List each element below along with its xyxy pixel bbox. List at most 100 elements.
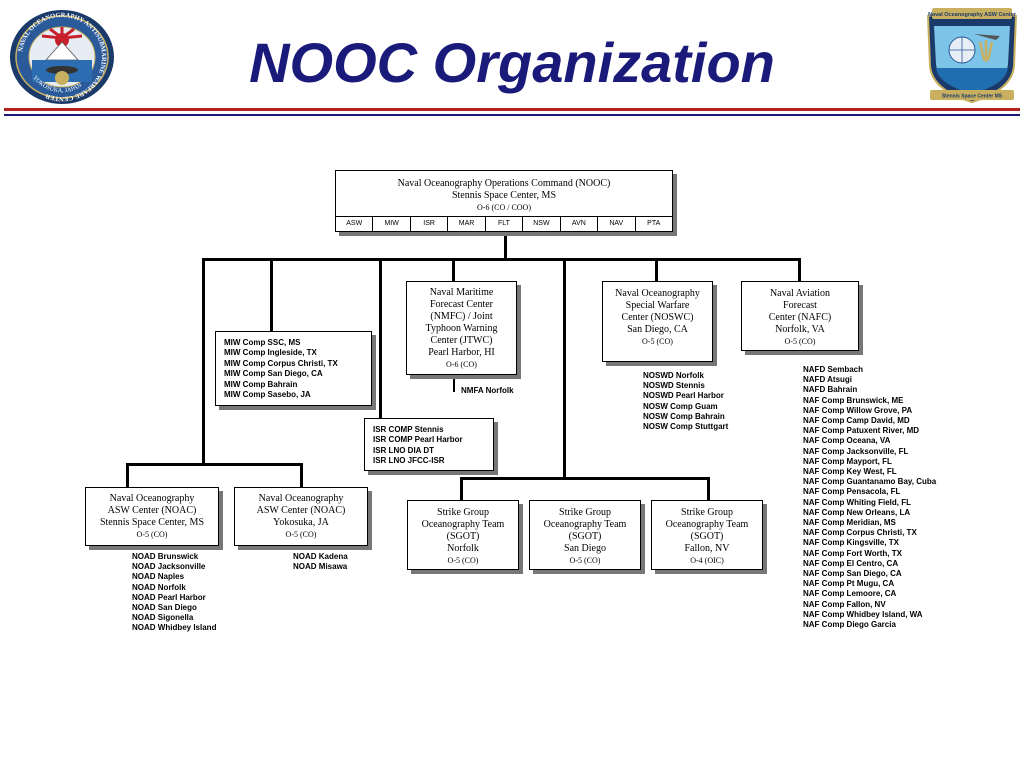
list-item: NAF Comp Pt Mugu, CA — [803, 579, 895, 589]
sgot-line: (SGOT) — [690, 531, 724, 542]
list-item: NAF Comp Jacksonville, FL — [803, 446, 909, 456]
list-item: NAF Comp Corpus Christi, TX — [803, 528, 917, 538]
sgot-line: San Diego — [564, 543, 606, 554]
list-item: NAF Comp Patuxent River, MD — [803, 426, 920, 436]
list-item: NAF Comp Lemoore, CA — [803, 589, 897, 599]
sgot-line: (SGOT) — [446, 531, 480, 542]
noswc-line: Center (NOSWC) — [621, 312, 694, 323]
sgot-rank: O-5 (CO) — [569, 556, 601, 565]
tab-asw[interactable]: ASW — [346, 220, 363, 227]
nafc-line: Naval Aviation — [769, 288, 831, 299]
sgot-rank: O-5 (CO) — [447, 556, 479, 565]
list-item: MIW Comp Bahrain — [224, 379, 298, 389]
list-item: NAF Comp Whidbey Island, WA — [803, 609, 923, 619]
sgot-san-diego-box[interactable]: Strike Group Oceanography Team (SGOT) Sa… — [529, 500, 641, 570]
sgot-norfolk-box[interactable]: Strike Group Oceanography Team (SGOT) No… — [407, 500, 519, 570]
sgot-line: Strike Group — [559, 507, 611, 518]
list-item: NOSWD Stennis — [643, 381, 705, 391]
noac-yokosuka-line: ASW Center (NOAC) — [256, 505, 346, 516]
list-item: MIW Comp SSC, MS — [224, 338, 301, 347]
list-item: NAF Comp Meridian, MS — [803, 518, 896, 528]
list-item: NOAD Kadena — [293, 552, 348, 561]
tab-miw[interactable]: MIW — [372, 217, 409, 231]
list-item: NAF Comp Oceana, VA — [803, 436, 891, 446]
noac-stennis-rank: O-5 (CO) — [136, 530, 168, 539]
list-item: MIW Comp Sasebo, JA — [224, 390, 311, 400]
list-item: NAFD Bahrain — [803, 385, 858, 395]
nafc-rank: O-5 (CO) — [784, 337, 816, 346]
left-logo: NAVAL OCEANOGRAPHY ANTISUBMARINE WARFARE… — [8, 8, 116, 106]
nmfc-box[interactable]: Naval Maritime Forecast Center (NMFC) / … — [406, 281, 517, 375]
tab-nav[interactable]: NAV — [597, 217, 634, 231]
list-item: ISR COMP Pearl Harbor — [373, 435, 463, 445]
list-item: NAF Comp New Orleans, LA — [803, 507, 911, 517]
nafc-line: Center (NAFC) — [768, 312, 832, 323]
header-rule-red — [4, 108, 1020, 111]
list-item: NAFD Sembach — [803, 365, 864, 374]
nmfc-line: (NMFC) / Joint — [430, 311, 493, 322]
list-item: NAF Comp Whiting Field, FL — [803, 497, 911, 507]
sgot-line: Oceanography Team — [421, 519, 505, 530]
noac-stennis-box[interactable]: Naval Oceanography ASW Center (NOAC) Ste… — [85, 487, 219, 546]
noac-yokosuka-line: Yokosuka, JA — [273, 517, 329, 528]
noac-stennis-line: Stennis Space Center, MS — [99, 517, 205, 528]
sgot-line: Strike Group — [437, 507, 489, 518]
tab-pta[interactable]: PTA — [634, 217, 672, 231]
isr-components-box[interactable]: ISR COMP Stennis ISR COMP Pearl Harbor I… — [364, 418, 494, 471]
sgot-fallon-box[interactable]: Strike Group Oceanography Team (SGOT) Fa… — [651, 500, 763, 570]
list-item: NAF Comp Fort Worth, TX — [803, 548, 902, 558]
nmfa-label: NMFA Norfolk — [461, 386, 514, 395]
list-item: NAF Comp Fallon, NV — [803, 599, 886, 609]
list-item: NOSW Comp Guam — [643, 401, 718, 411]
nooc-box[interactable]: Naval Oceanography Operations Command (N… — [335, 170, 673, 232]
tab-nsw[interactable]: NSW — [522, 217, 559, 231]
noac-stennis-list: NOAD Brunswick NOAD Jacksonville NOAD Na… — [132, 552, 216, 634]
list-item: NAF Comp Diego Garcia — [803, 620, 896, 630]
list-item: MIW Comp San Diego, CA — [224, 369, 323, 379]
list-item: NAF Comp Kingsville, TX — [803, 538, 900, 548]
sgot-line: Oceanography Team — [665, 519, 749, 530]
noswc-line: San Diego, CA — [627, 324, 688, 335]
tab-avn[interactable]: AVN — [559, 217, 597, 231]
noswc-rank: O-5 (CO) — [642, 337, 673, 346]
noac-yokosuka-list: NOAD Kadena NOAD Misawa — [293, 552, 348, 572]
noac-yokosuka-box[interactable]: Naval Oceanography ASW Center (NOAC) Yok… — [234, 487, 368, 546]
noswc-box[interactable]: Naval Oceanography Special Warfare Cente… — [602, 281, 713, 362]
tab-mar[interactable]: MAR — [447, 217, 484, 231]
list-item: NAF Comp Brunswick, ME — [803, 395, 904, 405]
header-rule-blue — [4, 114, 1020, 116]
list-item: ISR COMP Stennis — [373, 425, 444, 434]
nooc-tabs: ASW MIW ISR MAR FLT NSW AVN NAV PTA — [336, 216, 672, 231]
tab-flt[interactable]: FLT — [484, 217, 522, 231]
nafc-line: Norfolk, VA — [775, 324, 825, 335]
list-item: NOAD Jacksonville — [132, 562, 206, 572]
list-item: ISR LNO JFCC-ISR — [373, 456, 445, 466]
list-item: NOAD Naples — [132, 572, 185, 582]
page-title: NOOC Organization — [249, 31, 775, 94]
nmfc-line: Typhoon Warning — [425, 323, 498, 334]
right-logo: Naval Oceanography ASW Center Stennis Sp… — [922, 6, 1022, 106]
nooc-rank: O-6 (CO / COO) — [477, 203, 531, 212]
noswc-line: Naval Oceanography — [615, 288, 700, 299]
list-item: MIW Comp Corpus Christi, TX — [224, 358, 338, 368]
nafc-box[interactable]: Naval Aviation Forecast Center (NAFC) No… — [741, 281, 859, 351]
nooc-line-1: Naval Oceanography Operations Command (N… — [397, 178, 611, 189]
nafc-line: Forecast — [783, 300, 817, 311]
noac-yokosuka-rank: O-5 (CO) — [285, 530, 317, 539]
list-item: ISR LNO DIA DT — [373, 445, 435, 455]
list-item: NOAD Norfolk — [132, 582, 186, 592]
sgot-line: (SGOT) — [568, 531, 602, 542]
tab-isr[interactable]: ISR — [409, 217, 447, 231]
noswc-line: Special Warfare — [625, 300, 690, 311]
sgot-line: Norfolk — [447, 543, 479, 554]
noac-stennis-line: ASW Center (NOAC) — [107, 505, 197, 516]
nmfc-line: Pearl Harbor, HI — [428, 347, 495, 358]
list-item: NOSWD Pearl Harbor — [643, 391, 724, 401]
miw-components-box[interactable]: MIW Comp SSC, MS MIW Comp Ingleside, TX … — [215, 331, 372, 406]
list-item: NAF Comp Willow Grove, PA — [803, 405, 913, 415]
sgot-line: Oceanography Team — [543, 519, 627, 530]
list-item: NAF Comp Key West, FL — [803, 467, 897, 477]
list-item: NOAD Sigonella — [132, 613, 194, 623]
nooc-line-2: Stennis Space Center, MS — [451, 190, 557, 201]
list-item: NAFD Atsugi — [803, 375, 853, 385]
